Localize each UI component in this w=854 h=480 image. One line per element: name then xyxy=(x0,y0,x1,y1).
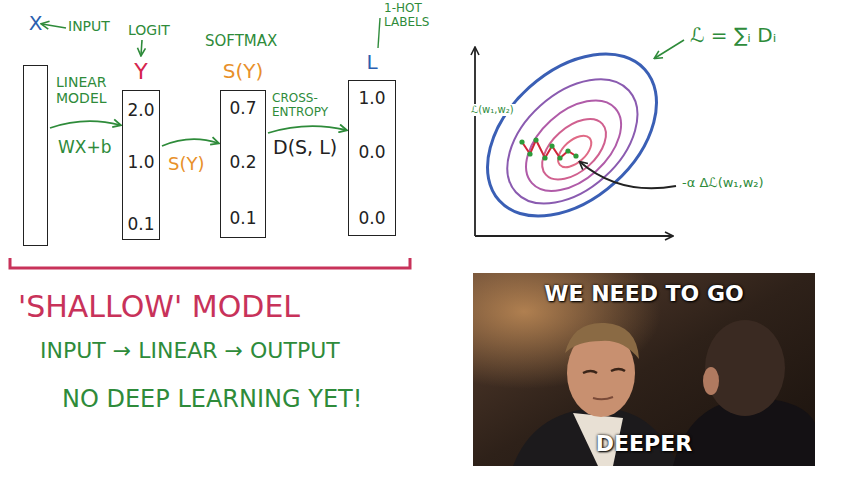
node-heading: X xyxy=(29,12,43,35)
annotation-label: ℒ = ∑ᵢ Dᵢ xyxy=(690,24,776,47)
input-vector: X xyxy=(23,65,48,246)
descent-path xyxy=(522,140,576,158)
annotation-label: INPUT xyxy=(68,18,110,34)
annotation-label: ℒ(w₁,w₂) xyxy=(470,104,515,116)
leader-line xyxy=(580,162,676,188)
leader-line xyxy=(378,18,380,48)
y-axis xyxy=(474,48,476,236)
node-heading: S(Y) xyxy=(223,60,264,83)
edge-label: D(S, L) xyxy=(273,137,337,159)
meme-image: WE NEED TO GO DEEPER xyxy=(473,273,815,466)
annotation-label: CROSS-ENTROPY xyxy=(272,92,344,120)
logit-vector: Y2.01.00.1 xyxy=(122,90,160,240)
flow-arrow xyxy=(50,121,120,128)
vector-value: 0.0 xyxy=(358,143,385,163)
bracket xyxy=(10,258,410,268)
annotation-label: -α Δℒ(w₁,w₂) xyxy=(682,176,764,191)
vector-value: 1.0 xyxy=(127,153,154,173)
vector-value: 0.7 xyxy=(229,99,256,119)
meme-caption: WE NEED TO GO xyxy=(544,281,743,306)
leader-line xyxy=(141,40,142,55)
vector-value: 1.0 xyxy=(358,89,385,109)
vector-value: 0.1 xyxy=(127,215,154,235)
leader-line xyxy=(655,40,684,58)
annotation-label: SOFTMAX xyxy=(205,33,277,50)
annotation-label: NO DEEP LEARNING YET! xyxy=(62,386,362,414)
flow-arrow xyxy=(268,126,346,133)
vector-value: 0.0 xyxy=(358,209,385,229)
vector-value: 0.1 xyxy=(229,209,256,229)
node-heading: Y xyxy=(134,59,147,84)
descent-steps xyxy=(519,137,578,160)
x-axis xyxy=(475,235,672,237)
flow-arrow xyxy=(162,139,218,146)
vector-value: 2.0 xyxy=(127,101,154,121)
annotation-label: 1-HOT LABELS xyxy=(384,2,440,30)
meme-caption: DEEPER xyxy=(596,431,692,456)
label-vector: L1.00.00.0 xyxy=(348,80,396,236)
vector-value: 0.2 xyxy=(229,153,256,173)
annotation-label: INPUT → LINEAR → OUTPUT xyxy=(40,338,340,363)
node-heading: L xyxy=(366,51,377,74)
softmax-vector: S(Y)0.70.20.1 xyxy=(220,90,266,238)
edge-label: WX+b xyxy=(58,138,112,158)
annotation-label: LOGIT xyxy=(128,22,170,38)
edge-label: S(Y) xyxy=(168,154,204,175)
loss-contours xyxy=(456,22,687,248)
leader-line xyxy=(42,24,66,28)
annotation-label: LINEAR MODEL xyxy=(56,74,120,106)
annotation-label: 'SHALLOW' MODEL xyxy=(18,290,300,325)
